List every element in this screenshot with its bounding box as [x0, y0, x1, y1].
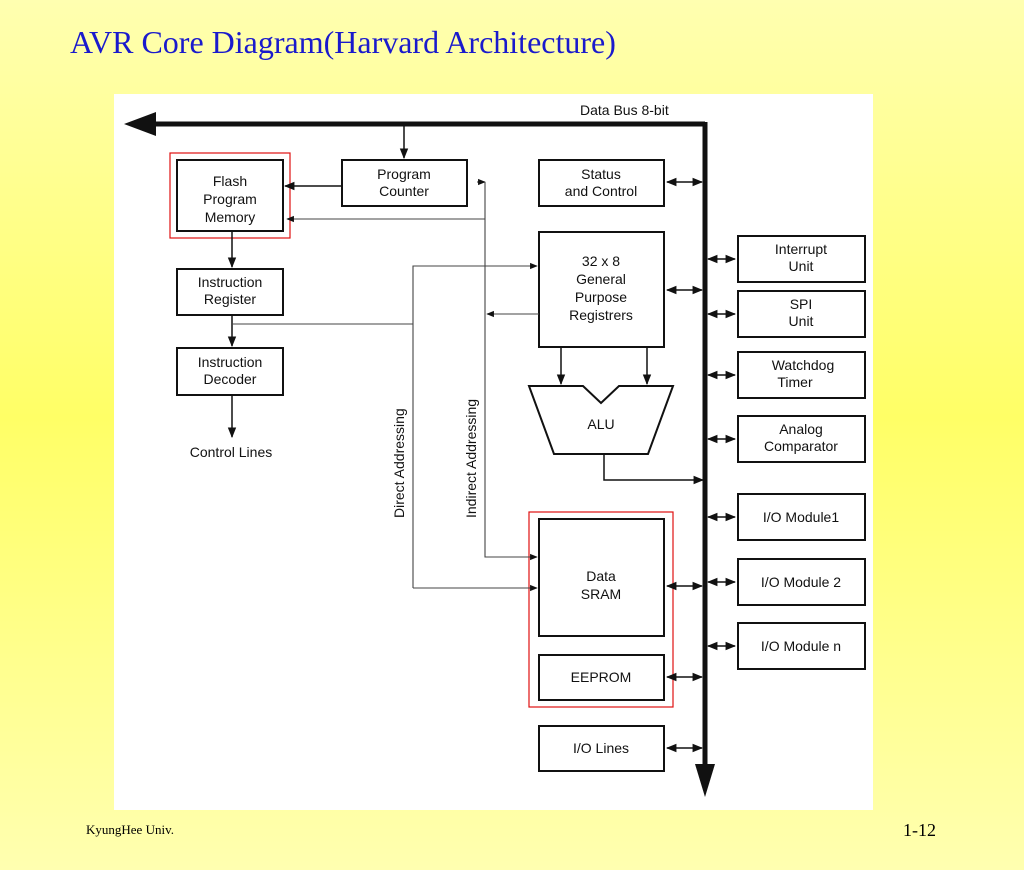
analog-line-2: Comparator — [764, 438, 838, 454]
bus-bidirectional-arrows — [665, 177, 737, 753]
indirect-addressing-label: Indirect Addressing — [463, 399, 479, 518]
gpr-line-3: Purpose — [575, 289, 627, 305]
io-lines-block: I/O Lines — [538, 725, 665, 772]
avr-core-diagram: Data Bus 8-bit Flash Program Memory Prog… — [114, 94, 873, 810]
data-sram-line-2: SRAM — [581, 586, 621, 602]
gpr-line-4: Registrers — [569, 307, 633, 323]
program-counter-line-1: Program — [377, 166, 431, 182]
slide-title: AVR Core Diagram(Harvard Architecture) — [70, 24, 616, 60]
flash-line-3: Memory — [205, 209, 256, 225]
spi-line-1: SPI — [790, 296, 813, 312]
instruction-register-block: Instruction Register — [176, 268, 284, 316]
instruction-register-line-2: Register — [204, 291, 256, 307]
status-and-control-block: Status and Control — [538, 159, 665, 207]
flash-highlight-frame — [169, 152, 291, 239]
footer-university: KyungHee Univ. — [86, 822, 174, 837]
watchdog-timer-block: Watchdog Timer — [737, 351, 866, 399]
data-sram-line-1: Data — [586, 568, 616, 584]
alu-block: ALU — [527, 385, 675, 455]
interrupt-unit-block: Interrupt Unit — [737, 235, 866, 283]
spi-line-2: Unit — [789, 313, 814, 329]
eeprom-block: EEPROM — [538, 654, 665, 701]
instruction-register-line-1: Instruction — [198, 274, 263, 290]
diagram-canvas: Data Bus 8-bit Flash Program Memory Prog… — [114, 94, 873, 810]
eeprom-label: EEPROM — [571, 669, 632, 685]
flash-line-2: Program — [203, 191, 257, 207]
io-module-n-block: I/O Module n — [737, 622, 866, 670]
io-module-2-block: I/O Module 2 — [737, 558, 866, 606]
program-flow-arrows — [227, 126, 705, 485]
instruction-decoder-line-2: Decoder — [204, 371, 257, 387]
spi-unit-block: SPI Unit — [737, 290, 866, 338]
bus-down-arrow-icon — [695, 764, 715, 797]
status-line-2: and Control — [565, 183, 637, 199]
analog-line-1: Analog — [779, 421, 823, 437]
page-number: 1-12 — [903, 820, 936, 840]
gpr-line-1: 32 x 8 — [582, 253, 620, 269]
memory-highlight-frame — [528, 511, 674, 708]
gpr-line-2: General — [576, 271, 626, 287]
data-bus-label: Data Bus 8-bit — [580, 102, 669, 118]
data-sram-block: Data SRAM — [538, 518, 665, 637]
program-counter-block: Program Counter — [341, 159, 468, 207]
io-module-2-label: I/O Module 2 — [761, 574, 841, 590]
data-bus: Data Bus 8-bit — [124, 102, 715, 797]
analog-comparator-block: Analog Comparator — [737, 415, 866, 463]
direct-to-gpr-arrow — [412, 262, 538, 588]
watchdog-line-1: Watchdog — [772, 357, 835, 373]
flash-line-1: Flash — [213, 173, 247, 189]
interrupt-line-1: Interrupt — [775, 241, 827, 257]
flash-program-memory-block: Flash Program Memory — [176, 159, 284, 232]
control-lines-label: Control Lines — [190, 444, 273, 460]
bus-left-arrow-icon — [124, 112, 156, 136]
alu-label: ALU — [587, 416, 614, 432]
io-module-1-label: I/O Module1 — [763, 509, 839, 525]
addressing-lines — [232, 178, 539, 592]
direct-addressing-label: Direct Addressing — [391, 408, 407, 518]
alu-to-bus-arrow — [603, 454, 705, 485]
io-lines-label: I/O Lines — [573, 740, 629, 756]
general-purpose-registers-block: 32 x 8 General Purpose Registrers — [538, 231, 665, 348]
io-module-1-block: I/O Module1 — [737, 493, 866, 541]
watchdog-line-2: Timer — [777, 374, 813, 390]
interrupt-line-2: Unit — [789, 258, 814, 274]
program-counter-line-2: Counter — [379, 183, 429, 199]
instruction-decoder-line-1: Instruction — [198, 354, 263, 370]
io-module-n-label: I/O Module n — [761, 638, 841, 654]
indirect-to-sram-arrow — [484, 219, 538, 561]
status-line-1: Status — [581, 166, 621, 182]
instruction-decoder-block: Instruction Decoder — [176, 347, 284, 396]
